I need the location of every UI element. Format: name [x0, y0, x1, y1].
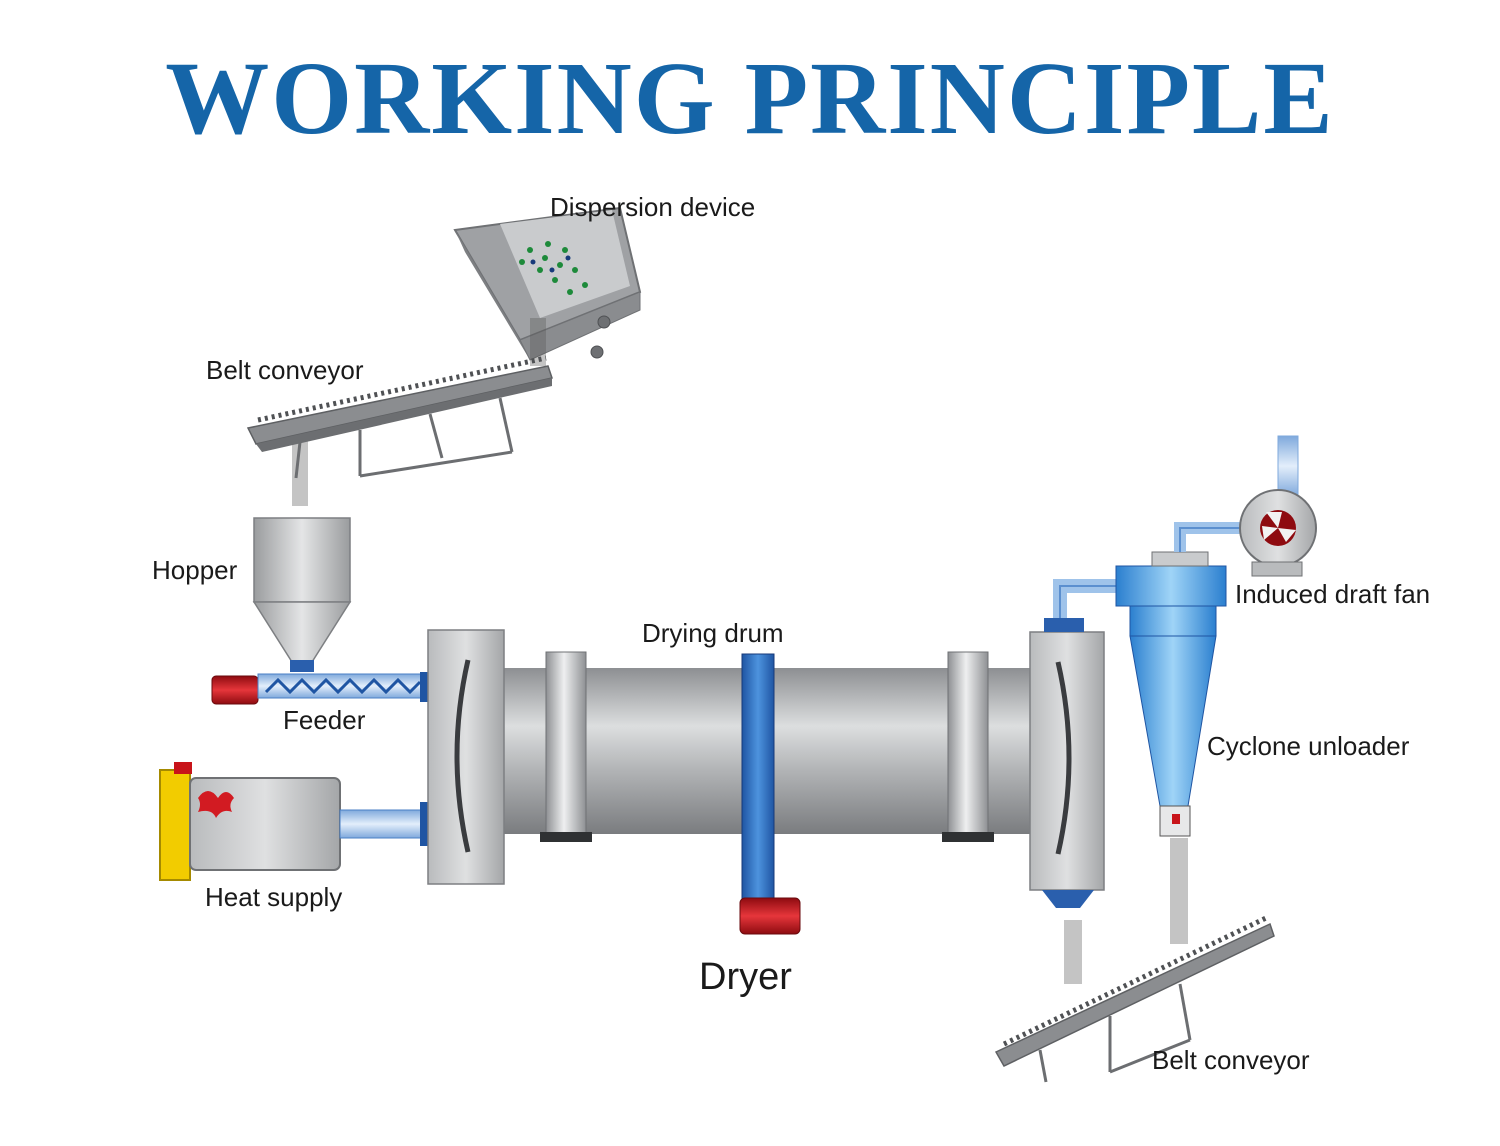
dispersion-device — [453, 206, 642, 361]
label-induced-draft-fan: Induced draft fan — [1235, 579, 1431, 609]
label-belt-conveyor-bottom: Belt conveyor — [1152, 1045, 1310, 1075]
drying-drum — [427, 618, 1105, 935]
hopper — [252, 517, 352, 672]
label-hopper: Hopper — [152, 555, 238, 585]
belt-conveyor-top — [246, 355, 553, 479]
material-flow — [292, 318, 1188, 984]
page-title: WORKING PRINCIPLE — [165, 41, 1335, 156]
heat-supply — [159, 762, 432, 881]
belt-conveyor-bottom — [994, 915, 1275, 1083]
label-drying-drum: Drying drum — [642, 618, 784, 648]
label-feeder: Feeder — [283, 705, 366, 735]
label-cyclone-unloader: Cyclone unloader — [1207, 731, 1410, 761]
label-dryer: Dryer — [699, 956, 792, 998]
label-dispersion-device: Dispersion device — [550, 192, 756, 222]
induced-draft-fan — [1174, 435, 1317, 577]
screw-feeder — [211, 672, 432, 705]
label-belt-conveyor-top: Belt conveyor — [206, 355, 364, 385]
label-heat-supply: Heat supply — [205, 882, 343, 912]
cyclone-unloader — [1053, 551, 1227, 837]
